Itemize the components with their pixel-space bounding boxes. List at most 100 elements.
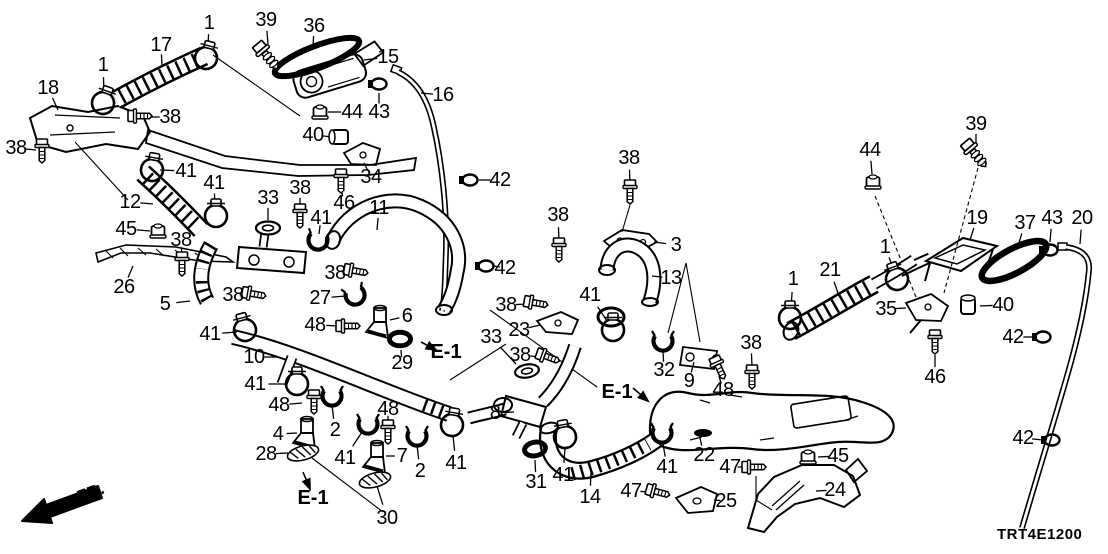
part-label-23: 23: [508, 319, 530, 341]
leader-line: [140, 202, 154, 205]
part-label-38: 38: [509, 344, 531, 366]
bolt-icon: [292, 203, 308, 229]
leader-line: [493, 265, 501, 268]
part-label-34: 34: [360, 166, 382, 188]
part-label-21: 21: [819, 259, 841, 281]
leader-line: [718, 375, 722, 384]
part-label-45: 45: [115, 218, 137, 240]
part-label-39: 39: [255, 9, 277, 31]
nut-icon: [799, 449, 817, 465]
leader-line: [500, 346, 517, 365]
leader-line: [127, 265, 134, 278]
part-label-30: 30: [376, 507, 398, 529]
part-label-15: 15: [377, 46, 399, 68]
leader-line: [289, 402, 303, 405]
part-label-48: 48: [712, 379, 734, 401]
leader-line: [534, 459, 537, 473]
bolt-icon: [741, 459, 767, 475]
ref-label-E-1: E-1: [601, 381, 633, 403]
leader-line: [817, 455, 830, 458]
leader-line: [690, 361, 695, 373]
leader-line: [376, 217, 379, 231]
bolt-icon: [127, 108, 153, 124]
part-label-38: 38: [289, 177, 311, 199]
part-label-38: 38: [222, 284, 244, 306]
pad-icon: [356, 468, 394, 492]
leader-line: [969, 227, 975, 241]
oring-icon: [523, 440, 546, 457]
nut-icon: [149, 223, 167, 239]
leader-line: [51, 97, 59, 111]
oring-icon: [390, 332, 411, 346]
part-label-31: 31: [525, 471, 547, 493]
part-label-17: 17: [150, 34, 172, 56]
leader-line: [363, 162, 369, 171]
part-label-1: 1: [203, 12, 215, 34]
clamp-icon: [203, 197, 229, 229]
leader-line: [750, 353, 753, 367]
part-label-19: 19: [966, 207, 988, 229]
clip-icon: [321, 386, 343, 406]
leader-line: [363, 57, 378, 61]
clip-icon: [651, 423, 673, 443]
part-label-37: 37: [1014, 212, 1036, 234]
part-label-48: 48: [377, 398, 399, 420]
part-label-1: 1: [97, 54, 109, 76]
clip-icon: [305, 228, 330, 251]
part-label-27: 27: [309, 287, 331, 309]
part-label-42: 42: [494, 257, 516, 279]
nut-icon: [311, 104, 329, 120]
leader-line: [833, 281, 840, 297]
bolt-icon: [533, 345, 563, 369]
bolt-icon: [643, 481, 673, 503]
part-label-38: 38: [740, 332, 762, 354]
part-label-1: 1: [787, 268, 799, 290]
bolt-icon: [522, 293, 550, 313]
part-label-42: 42: [489, 169, 511, 191]
bolt-icon: [551, 237, 567, 263]
part-label-33: 33: [480, 326, 502, 348]
leader-line: [400, 349, 403, 358]
part-label-3: 3: [670, 234, 682, 256]
leader-line: [815, 489, 827, 492]
part-label-41: 41: [199, 323, 221, 345]
leader-line: [597, 306, 608, 322]
front-direction-arrow: FR.: [21, 479, 107, 524]
clip-icon: [357, 414, 379, 434]
part-label-20: 20: [1071, 207, 1093, 229]
leader-line: [266, 30, 269, 45]
leader-line: [136, 229, 151, 232]
part-label-38: 38: [170, 229, 192, 251]
leader-line: [1079, 229, 1082, 245]
leader-line: [563, 447, 566, 463]
leader-line: [589, 471, 592, 486]
leader-line: [698, 433, 703, 446]
part-label-48: 48: [268, 394, 290, 416]
clamp-icon: [284, 365, 310, 397]
leader-line: [160, 54, 163, 67]
leader-line: [1049, 228, 1052, 243]
part-label-41: 41: [552, 464, 574, 486]
part-label-41: 41: [445, 452, 467, 474]
ref-label-E-1: E-1: [430, 341, 462, 363]
part-label-40: 40: [302, 124, 324, 146]
part-label-41: 41: [656, 456, 678, 478]
leader-line: [979, 304, 993, 307]
leader-line: [662, 443, 666, 457]
part-label-44: 44: [341, 101, 363, 123]
part-label-38: 38: [618, 147, 640, 169]
leader-line: [503, 411, 515, 414]
leader-line: [713, 499, 721, 502]
part-label-16: 16: [432, 84, 454, 106]
part-label-40: 40: [992, 294, 1014, 316]
bolt-icon: [380, 419, 396, 445]
clamp2-icon: [473, 259, 495, 273]
part-label-24: 24: [824, 479, 846, 501]
part-label-38: 38: [495, 294, 517, 316]
part-label-26: 26: [113, 276, 135, 298]
bolt-icon: [622, 179, 638, 205]
part-label-41: 41: [579, 284, 601, 306]
part-label-2: 2: [329, 419, 341, 441]
leader-line: [894, 307, 907, 310]
